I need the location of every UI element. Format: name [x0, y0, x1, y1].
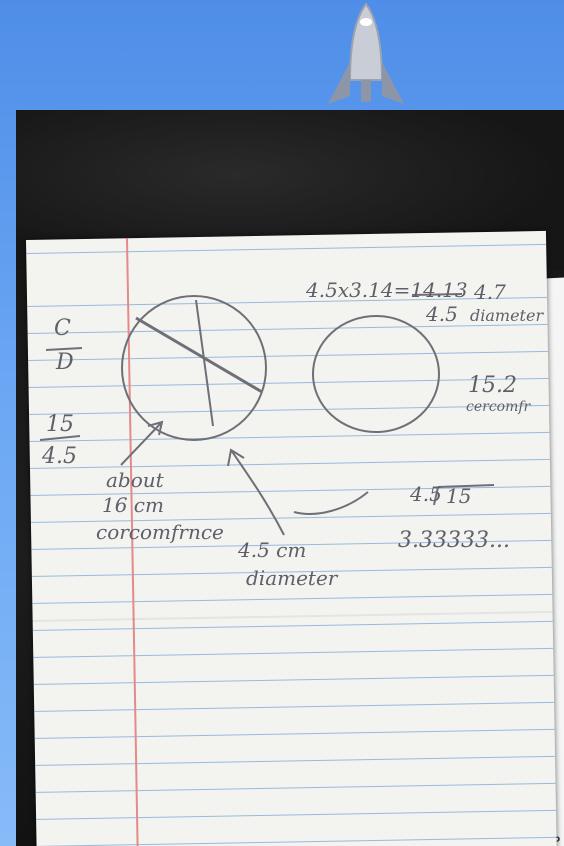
- rocket-icon: [328, 2, 404, 104]
- division-bracket: [433, 484, 495, 506]
- second-circumference-value: 15.2: [468, 373, 517, 398]
- fraction-bar-2: [39, 435, 81, 441]
- equation-numerator: 14.13: [410, 278, 468, 302]
- fraction-15: 15: [46, 412, 74, 437]
- about-line-2: 16 cm: [102, 493, 164, 517]
- arrow-to-circumference: [120, 420, 164, 466]
- equation-text: 4.5x3.14=14.13: [306, 278, 468, 302]
- circle-2: [312, 315, 440, 433]
- result-text: 3.33333...: [398, 528, 510, 553]
- circle-1: [121, 295, 267, 441]
- fraction-d: D: [56, 350, 74, 375]
- division-dividend: 15: [446, 484, 472, 508]
- pencil-drawings: [39, 293, 495, 536]
- fraction-c: C: [54, 316, 71, 341]
- arc-sketch: [293, 491, 369, 515]
- equation-bar: [411, 293, 463, 296]
- diameter-value: 4.5 cm: [238, 538, 307, 562]
- fraction-4-5: 4.5: [42, 444, 77, 469]
- about-line-1: about: [106, 468, 164, 492]
- diameter-label: diameter: [246, 566, 338, 590]
- about-line-3: corcomfrnce: [96, 520, 224, 544]
- circle-1-diameter-line: [135, 316, 263, 394]
- division-divisor: 4.5: [410, 482, 442, 506]
- equation-denominator: 4.5: [426, 302, 458, 326]
- second-diameter-label: diameter: [470, 306, 544, 325]
- fraction-bar-1: [45, 347, 83, 351]
- circle-1-cross-line: [195, 299, 214, 427]
- equation-prefix: 4.5x3.14=: [306, 278, 411, 302]
- second-diameter-value: 4.7: [474, 280, 506, 304]
- second-circumference-label: cercomfr: [466, 399, 531, 415]
- arrow-to-diameter: [227, 448, 285, 536]
- photo: 3 Co 4.5x3.14=14.13 4.5 4.7 diameter C D…: [16, 110, 564, 846]
